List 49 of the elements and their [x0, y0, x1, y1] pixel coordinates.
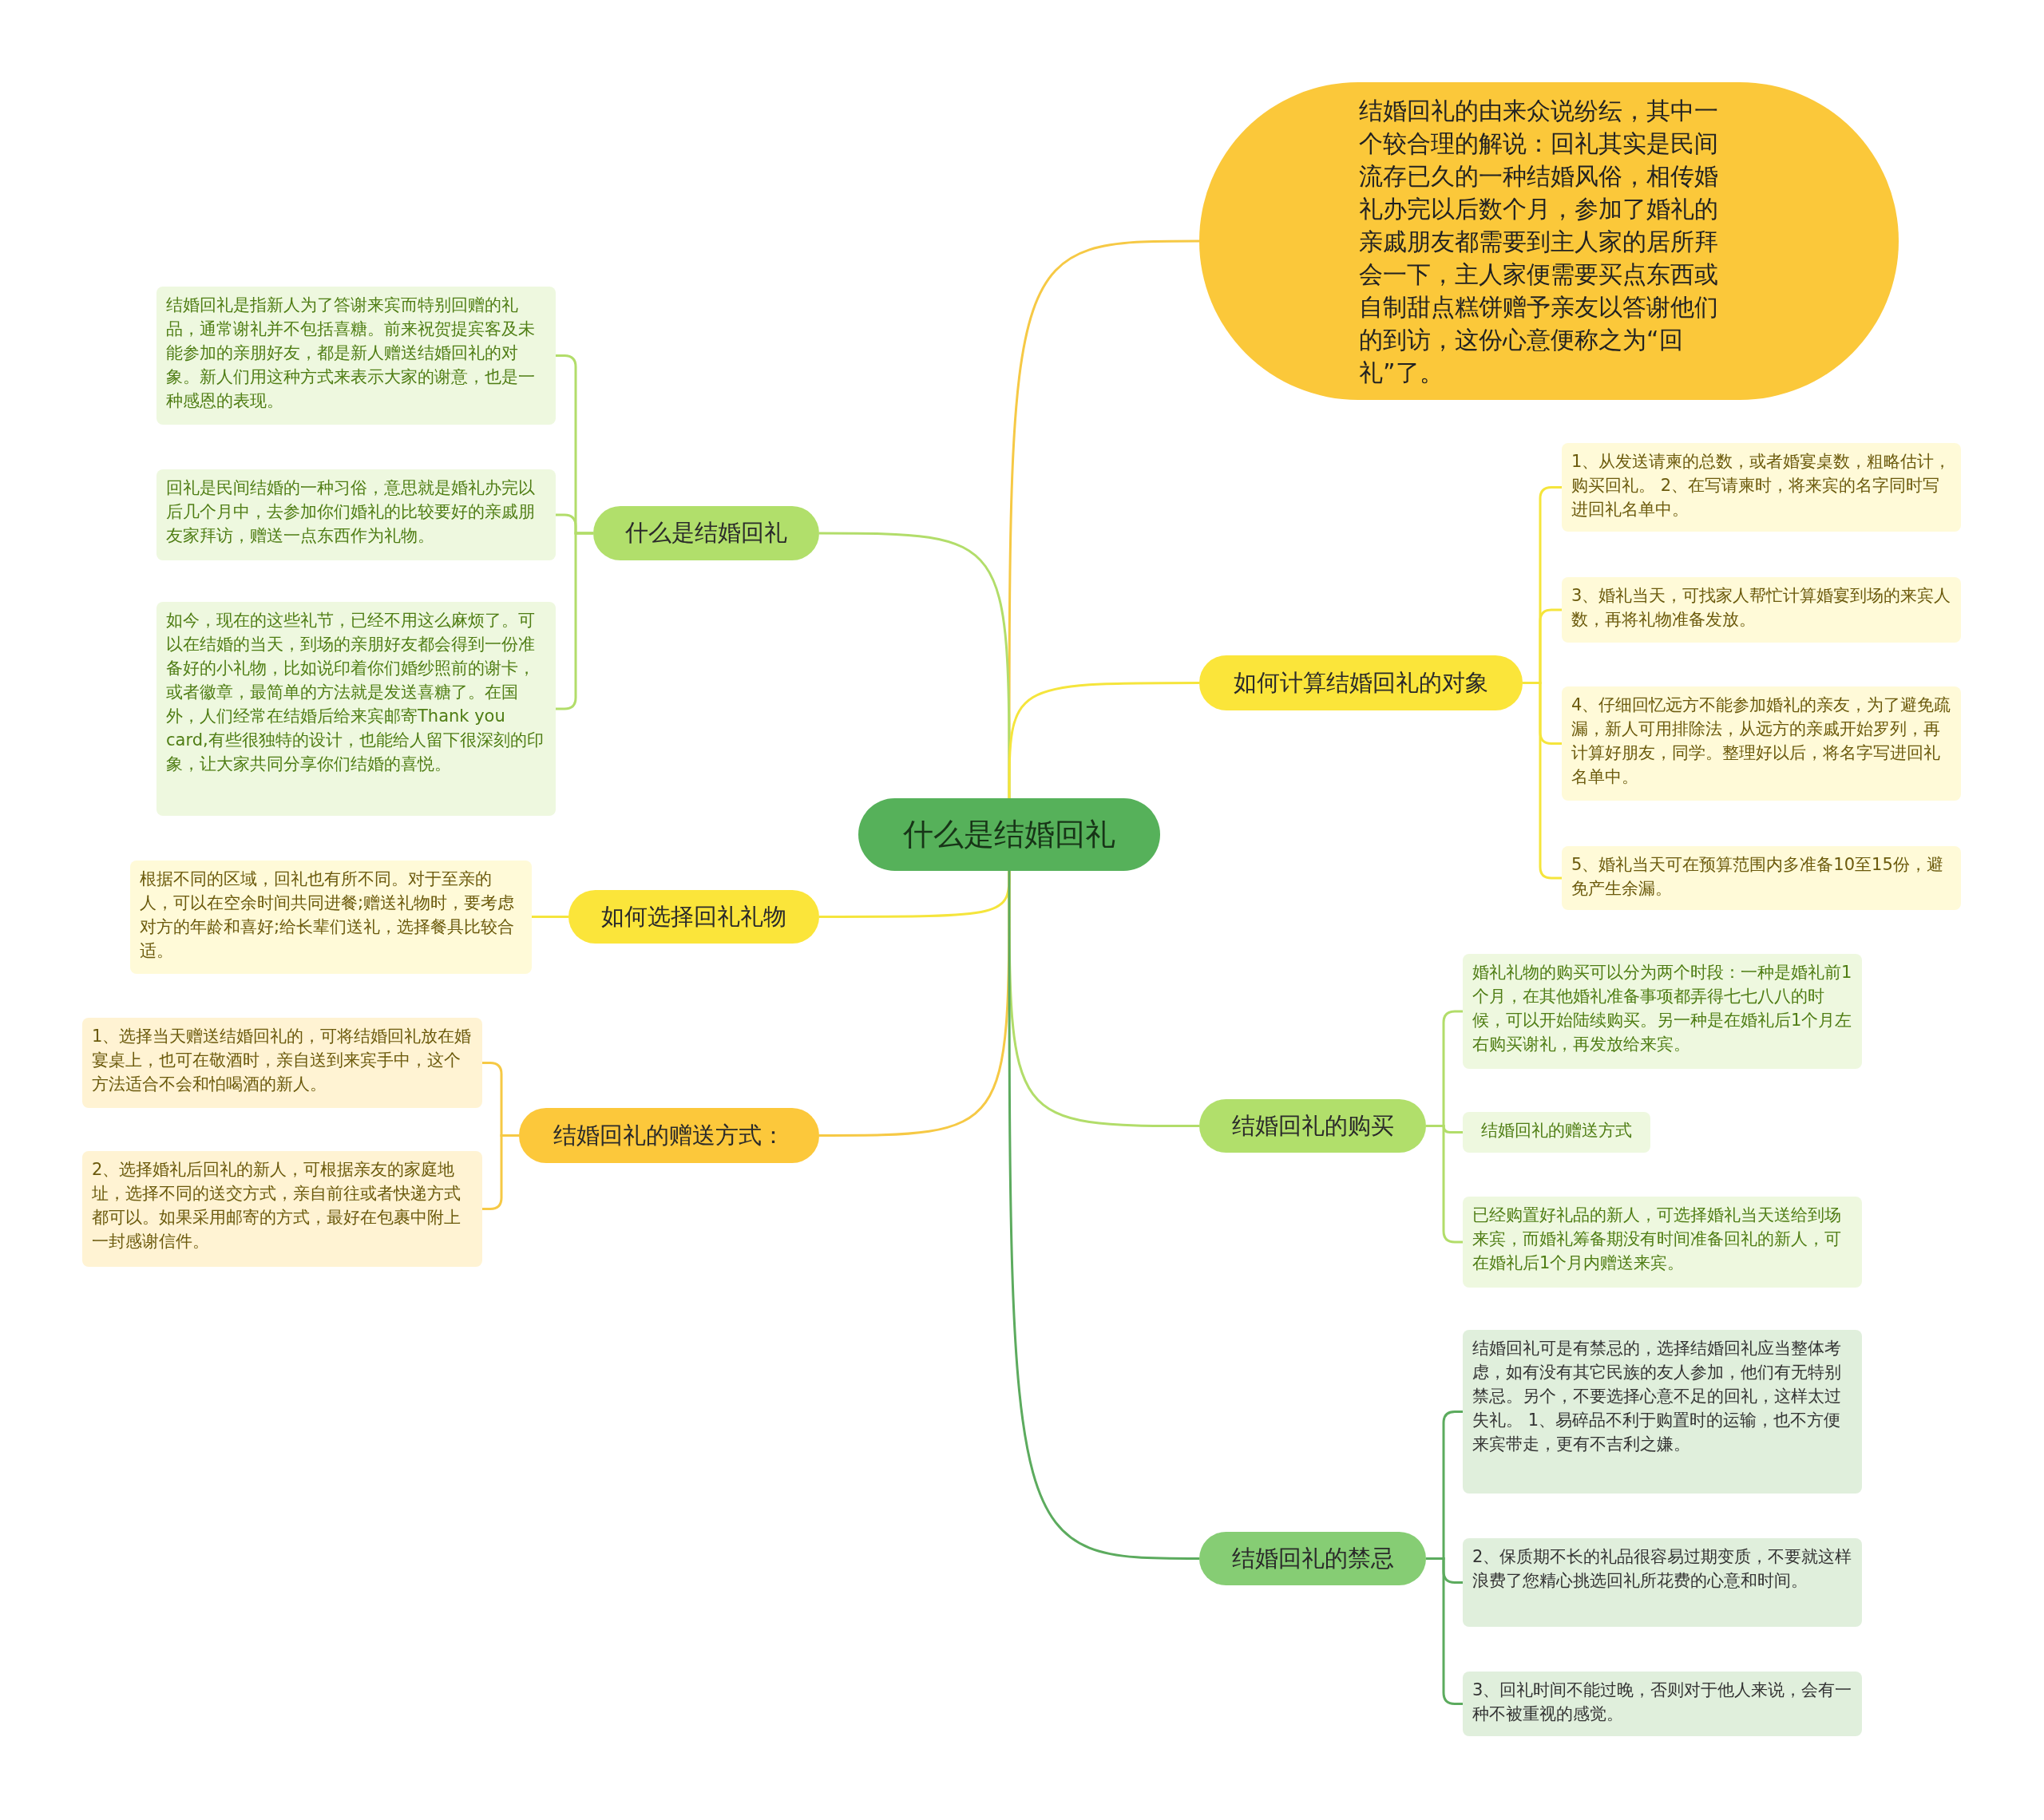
connector-line [532, 916, 568, 918]
node-text: 什么是结婚回礼 [625, 518, 787, 548]
node-text: 已经购置好礼品的新人，可选择婚礼当天送给到场来宾，而婚礼筹备期没有时间准备回礼的新人，可在婚礼后1个月内赠送来宾。 [1472, 1205, 1842, 1274]
detail-box [1562, 686, 1961, 801]
node-text: 结婚回礼的赠送方式： [553, 1120, 785, 1150]
node-text: 婚礼礼物的购买可以分为两个时段：一种是婚礼前1个月，在其他婚礼准备事项都弄得七七八八的时候，可以开始陆续购买。另一种是在婚礼后1个月左右购买谢礼，再发放给来宾。 [1472, 962, 1852, 1055]
node-text: 回礼是民间结婚的一种习俗，意思就是婚礼办完以后几个月中，去参加你们婚礼的比较要好的亲戚朋友家拜访，赠送一点东西作为礼物。 [166, 477, 536, 547]
node-text: 什么是结婚回礼 [903, 816, 1115, 853]
node-text: 结婚回礼的赠送方式 [1481, 1120, 1632, 1141]
node-text: 根据不同的区域，回礼也有所不同。对于至亲的人，可以在空余时间共同进餐;赠送礼物时，要考虑对方的年龄和喜好;给长辈们送礼，选择餐具比较合适。 [140, 868, 516, 962]
detail-box [1562, 443, 1961, 532]
detail-box [1562, 846, 1961, 910]
connector-line [819, 532, 1011, 798]
detail-box [1463, 1672, 1862, 1736]
detail-box [82, 1151, 482, 1267]
detail-box [1463, 1112, 1650, 1153]
node-text: 如何计算结婚回礼的对象 [1234, 667, 1488, 698]
node-text: 3、回礼时间不能过晚，否则对于他人来说，会有一种不被重视的感觉。 [1472, 1680, 1852, 1725]
node-text: 结婚回礼的由来众说纷纭，其中一个较合理的解说：回礼其实是民间流存已久的一种结婚风俗，相传婚礼办完以后数个月，参加了婚礼的亲戚朋友都需要到主人家的居所拜会一下，主人家便需要买点东西或自制甜点糕饼赠予亲友以答谢他们的到访，这份心意便称之为“回礼”了。 [1359, 95, 1719, 388]
detail-box [1463, 954, 1862, 1069]
detail-box [156, 602, 556, 816]
detail-box [82, 1018, 482, 1108]
node-text: 2、保质期不长的礼品很容易过期变质，不要就这样浪费了您精心挑选回礼所花费的心意和时间。 [1472, 1546, 1852, 1592]
node-text: 5、婚礼当天可在预算范围内多准备10至15份，避免产生余漏。 [1571, 854, 1944, 900]
node-text: 2、选择婚礼后回礼的新人，可根据亲友的家庭地址，选择不同的送交方式，亲自前往或者快递方式都可以。如果采用邮寄的方式，最好在包裹中附上一封感谢信件。 [92, 1159, 461, 1252]
detail-box [1463, 1538, 1862, 1627]
detail-box [1463, 1330, 1862, 1494]
connector-line [1426, 1557, 1463, 1705]
detail-box [1463, 1197, 1862, 1288]
detail-box [1562, 577, 1961, 643]
node-text: 4、仔细回忆远方不能参加婚礼的亲友，为了避免疏漏，新人可用排除法，从远方的亲戚开始罗列，再计算好朋友，同学。整理好以后，将名字写进回礼名单中。 [1571, 694, 1951, 788]
connector-line [1008, 871, 1199, 1560]
connector-line [556, 532, 593, 710]
node-text: 结婚回礼的购买 [1231, 1110, 1394, 1141]
connector-line [482, 1134, 519, 1210]
connector-line [819, 871, 1011, 1137]
node-text: 如何选择回礼礼物 [601, 901, 786, 932]
node-text: 结婚回礼可是有禁忌的，选择结婚回礼应当整体考虑，如有没有其它民族的友人参加，他们有无特别禁忌。另个，不要选择心意不足的回礼，这样太过失礼。 1、易碎品不利于购置时的运输，也不方便来宾带走，更有不吉利之嫌。 [1472, 1338, 1842, 1455]
connector-line [1426, 1125, 1463, 1244]
connector-line [1008, 682, 1199, 798]
node-text: 1、选择当天赠送结婚回礼的，可将结婚回礼放在婚宴桌上，也可在敬酒时，亲自送到来宾手中，这个方法适合不会和怕喝酒的新人。 [92, 1026, 473, 1095]
detail-box [156, 287, 556, 425]
node-text: 3、婚礼当天，可找家人帮忙计算婚宴到场的来宾人数，再将礼物准备发放。 [1571, 585, 1951, 631]
detail-box [130, 861, 532, 974]
node-text: 结婚回礼的禁忌 [1231, 1543, 1394, 1573]
node-text: 结婚回礼是指新人为了答谢来宾而特别回赠的礼品，通常谢礼并不包括喜糖。前来祝贺提宾客及未能参加的亲朋好友，都是新人赠送结婚回礼的对象。新人们用这种方式来表示大家的谢意，也是一种感恩的表现。 [166, 295, 536, 412]
detail-box [156, 469, 556, 560]
node-text: 1、从发送请柬的总数，或者婚宴桌数，粗略估计，购买回礼。 2、在写请柬时，将来宾的名字同时写进回礼名单中。 [1571, 451, 1951, 520]
node-text: 如今，现在的这些礼节，已经不用这么麻烦了。可以在结婚的当天，到场的亲朋好友都会得到一份准备好的小礼物，比如说印着你们婚纱照前的谢卡，或者徽章，最简单的方法就是发送喜糖了。在国外，人们经常在结婚后给来宾邮寄Thank you card,有些很独特的设计，也能给人留下很深刻的印象，让大家共同分享你们结婚的喜悦。 [166, 610, 545, 775]
